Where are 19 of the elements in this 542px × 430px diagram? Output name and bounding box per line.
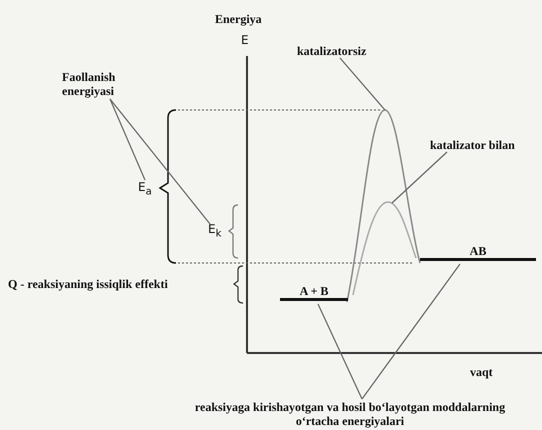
axis-title: Energiya — [215, 12, 262, 26]
leader-line — [392, 152, 448, 204]
leader-line — [317, 304, 363, 400]
leader-line — [362, 264, 460, 400]
leader-line — [340, 58, 386, 110]
callout-text: Faollanish energiyasi — [62, 70, 152, 98]
energy-level: AB — [420, 244, 536, 261]
callout-text: katalizatorsiz — [297, 44, 397, 58]
leader-line — [110, 98, 210, 224]
energy-level: A + B — [280, 284, 348, 301]
callout-text: reaksiyaga kirishayotgan va hosil bo‘layotgan moddalarning o‘rtacha energiyalari — [190, 400, 510, 428]
axis-symbol: E — [241, 33, 249, 47]
leader-line — [109, 98, 146, 180]
energy-symbol: E$_{k}$ — [208, 222, 224, 242]
callout-text: katalizator bilan — [430, 138, 542, 152]
energy-curve — [346, 109, 421, 302]
axis-title: vaqt — [470, 365, 493, 379]
callout-text: Q - reaksiyaning issiqlik effekti — [8, 277, 168, 291]
energy-symbol: E$_{a}$ — [138, 180, 154, 200]
